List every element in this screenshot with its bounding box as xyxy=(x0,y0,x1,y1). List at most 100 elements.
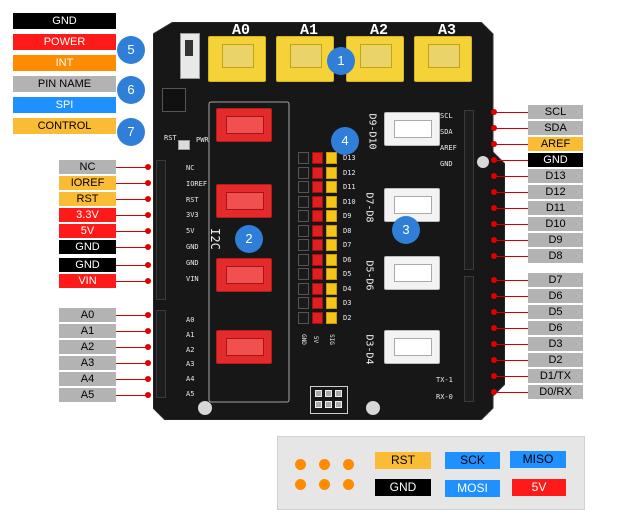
header-pin xyxy=(298,297,309,309)
icsp-legend-dot xyxy=(295,459,306,470)
port-notch xyxy=(394,264,432,282)
leader-line xyxy=(494,208,528,209)
pin-dot xyxy=(145,360,151,366)
leader-line xyxy=(494,224,528,225)
header-label: D6 xyxy=(343,255,352,264)
header-label: D8 xyxy=(343,226,352,235)
header-pin xyxy=(312,166,323,179)
left-pin-label: A1 xyxy=(59,324,116,338)
pin-dot xyxy=(145,344,151,350)
header-pin xyxy=(326,239,337,251)
header-pin xyxy=(326,224,337,237)
header-pin xyxy=(312,181,323,193)
leader-line xyxy=(116,363,148,364)
header-pin xyxy=(312,224,323,237)
right-pin-label: D1/TX xyxy=(528,369,583,383)
header-pin xyxy=(312,268,323,280)
legend-item: SPI xyxy=(13,97,116,113)
header-pin xyxy=(312,282,323,295)
leader-line xyxy=(494,296,528,297)
right-upper-header xyxy=(464,110,474,270)
mount-hole xyxy=(477,156,489,168)
header-column-label: SIG xyxy=(327,334,335,345)
pin-dot xyxy=(145,244,151,250)
leader-line xyxy=(494,376,528,377)
reset-button[interactable] xyxy=(162,88,186,112)
pin-dot xyxy=(145,228,151,234)
callout-6: 6 xyxy=(117,76,145,104)
header-pin xyxy=(312,297,323,309)
port-notch xyxy=(226,116,264,134)
icsp-legend-item: MOSI xyxy=(445,480,500,497)
right-silk-label: AREF xyxy=(440,144,457,152)
leader-line xyxy=(116,215,148,216)
icsp-legend-item: RST xyxy=(375,452,431,469)
port-notch xyxy=(226,192,264,210)
left-silk-label: VIN xyxy=(186,274,199,283)
right-silk-label: SCL xyxy=(440,112,453,120)
port-notch xyxy=(394,196,432,214)
left-silk-analog-label: A0 xyxy=(186,316,195,324)
right-pin-label: D7 xyxy=(528,273,583,287)
leader-line xyxy=(116,167,148,168)
icsp-legend-item: 5V xyxy=(512,479,566,496)
pin-dot xyxy=(145,262,151,268)
left-pin-label: 5V xyxy=(59,224,116,238)
header-pin xyxy=(326,297,337,309)
leader-line xyxy=(116,265,148,266)
right-pin-label: D6 xyxy=(528,289,583,303)
right-pin-label: D3 xyxy=(528,337,583,351)
header-pin xyxy=(326,282,337,295)
port-notch xyxy=(394,120,432,138)
icsp-legend-item: GND xyxy=(375,479,431,496)
icsp-pin xyxy=(315,390,322,397)
right-pin-label: D6 xyxy=(528,321,583,335)
right-pin-label: D9 xyxy=(528,233,583,247)
leader-line xyxy=(494,328,528,329)
i2c-label: I2C xyxy=(207,228,222,250)
leader-line xyxy=(494,128,528,129)
analog-port-label: A1 xyxy=(300,22,319,39)
icsp-legend-item: SCK xyxy=(445,452,500,469)
leader-line xyxy=(116,315,148,316)
header-pin xyxy=(326,195,337,208)
header-pin xyxy=(312,152,323,164)
digital-port-label: D9-D10 xyxy=(366,113,378,150)
pin-dot xyxy=(145,312,151,318)
rst-label: RST xyxy=(164,134,177,142)
header-pin xyxy=(326,253,337,266)
leader-line xyxy=(116,281,148,282)
header-column-label: GND xyxy=(299,334,307,345)
power-switch[interactable] xyxy=(180,33,200,79)
right-pin-label: D11 xyxy=(528,201,583,215)
icsp-legend-dot xyxy=(295,479,306,490)
icsp-legend-dot xyxy=(319,479,330,490)
header-pin xyxy=(326,166,337,179)
leader-line xyxy=(494,160,528,161)
icsp-legend-item: MISO xyxy=(510,451,566,468)
left-pin-label: GND xyxy=(59,240,116,254)
header-pin xyxy=(312,253,323,266)
pin-dot xyxy=(145,196,151,202)
icsp-pin xyxy=(315,401,322,408)
icsp-legend-dot xyxy=(343,459,354,470)
leader-line xyxy=(494,176,528,177)
right-pin-label: D13 xyxy=(528,169,583,183)
left-silk-label: 3V3 xyxy=(186,211,199,220)
digital-port-label: D7-D8 xyxy=(363,192,375,223)
leader-line xyxy=(116,183,148,184)
port-notch xyxy=(360,44,392,68)
tx-label: TX-1 xyxy=(436,376,453,384)
header-label: D9 xyxy=(343,212,352,220)
left-silk-analog-label: A1 xyxy=(186,330,195,339)
right-silk-label: GND xyxy=(440,160,453,168)
header-pin xyxy=(326,181,337,193)
rx-label: RX-0 xyxy=(436,393,453,401)
header-label: D3 xyxy=(343,299,352,307)
left-pin-label: 3.3V xyxy=(59,208,116,222)
left-pin-label: A3 xyxy=(59,356,116,370)
left-silk-analog-label: A3 xyxy=(186,360,195,369)
leader-line xyxy=(116,231,148,232)
callout-2: 2 xyxy=(235,225,263,253)
left-silk-label: IOREF xyxy=(186,179,208,188)
